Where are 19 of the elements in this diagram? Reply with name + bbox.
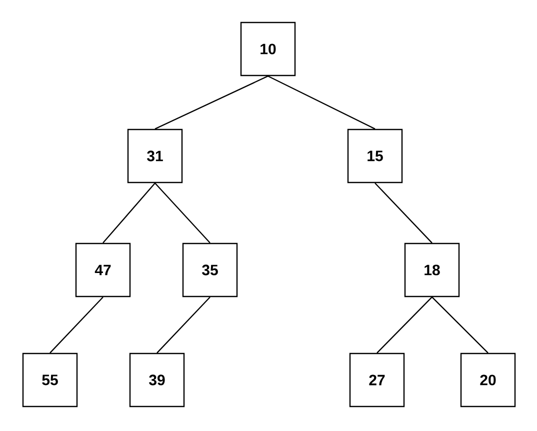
number-box: 10 xyxy=(240,22,296,76)
tree-edge xyxy=(156,296,210,354)
number-box: 27 xyxy=(349,352,405,408)
tree-edge xyxy=(268,76,376,130)
number-box: 20 xyxy=(460,352,516,408)
tree-edge xyxy=(154,76,268,130)
tree-edge xyxy=(376,296,432,354)
number-box: 31 xyxy=(127,128,183,184)
tree-edge xyxy=(374,182,432,244)
tree-edge xyxy=(102,182,156,244)
number-box: 47 xyxy=(75,242,131,298)
tree-edge xyxy=(154,182,210,244)
number-box: 35 xyxy=(182,242,238,298)
number-box: 39 xyxy=(129,352,185,408)
number-box: 15 xyxy=(347,128,403,184)
tree-edge xyxy=(50,296,104,354)
number-box: 55 xyxy=(22,352,78,408)
number-box: 18 xyxy=(404,242,460,298)
tree-edge xyxy=(432,296,488,354)
